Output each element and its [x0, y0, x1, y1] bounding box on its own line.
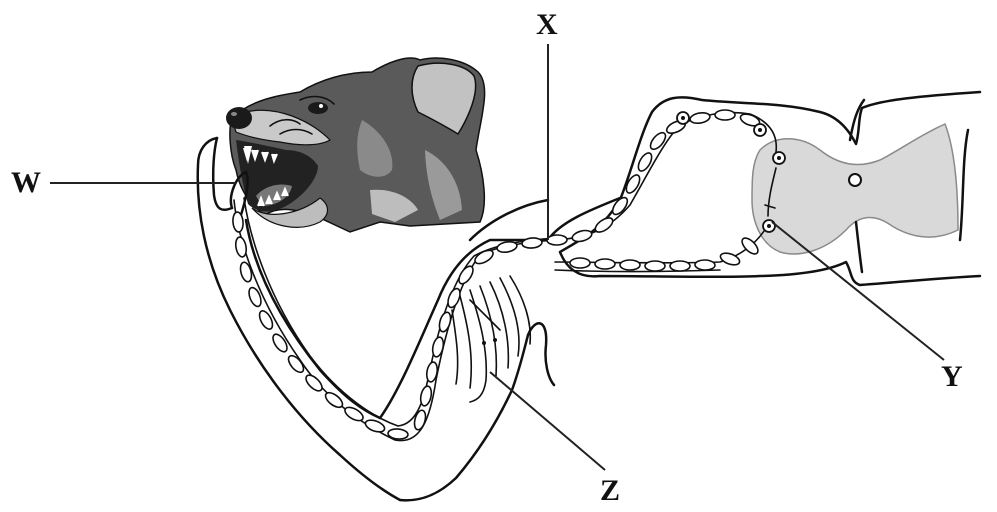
- label-x: X: [536, 10, 558, 40]
- label-z: Z: [600, 476, 620, 506]
- dog-head-icon: [226, 58, 485, 232]
- label-y: Y: [941, 362, 963, 392]
- label-w: W: [11, 168, 41, 198]
- label-line-z: [490, 372, 605, 470]
- spinal-cord: [560, 92, 980, 285]
- biceps-muscle: [452, 276, 530, 402]
